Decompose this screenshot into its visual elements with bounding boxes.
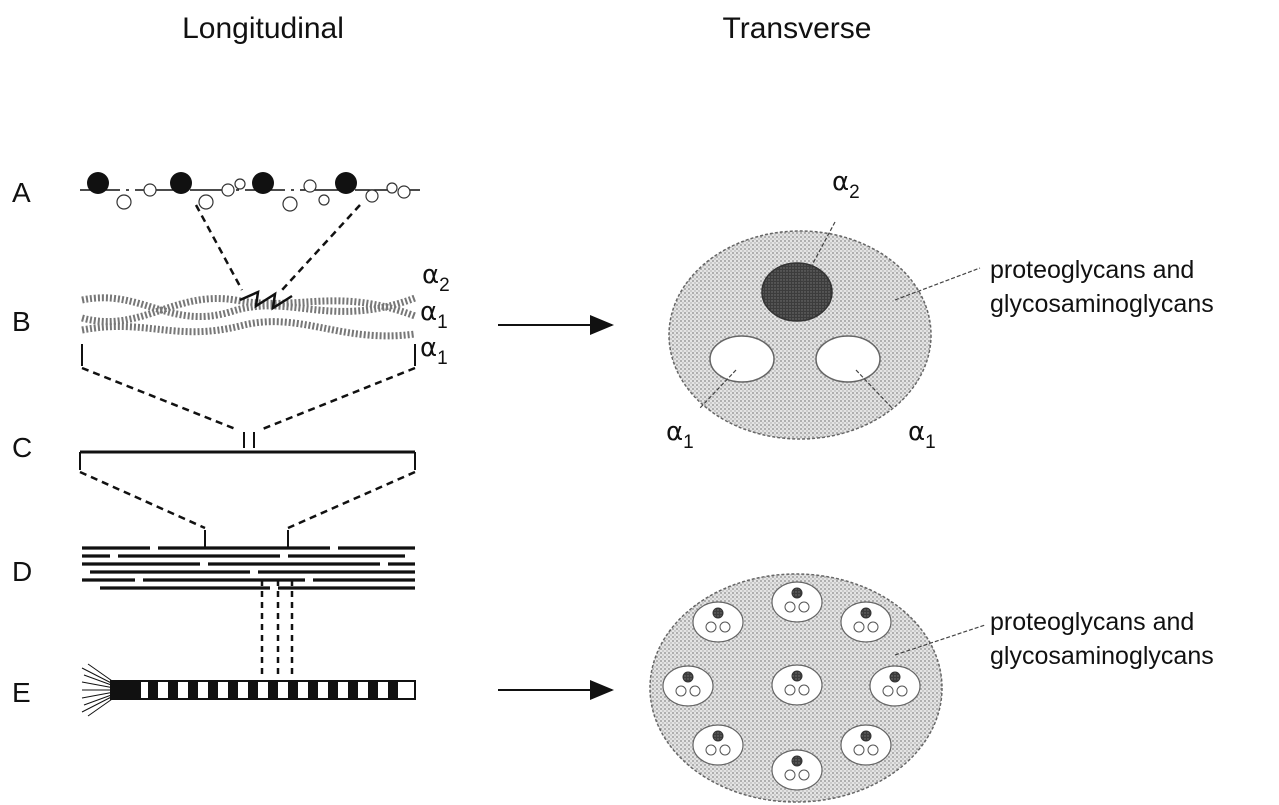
microfibril-array: [82, 530, 415, 590]
molecule-unit-5: [771, 664, 823, 706]
b-bracket: [81, 344, 416, 366]
b-alpha1-upper-label: α1: [420, 297, 448, 333]
triple-helix: [81, 289, 417, 340]
amino-acid-chain: [80, 172, 420, 212]
molecule-unit-4: [662, 665, 714, 707]
glycine-residue-3: [252, 172, 274, 194]
upper-annotation-line1: proteoglycans and: [990, 256, 1194, 284]
collagen-fibril: [81, 663, 416, 717]
glycine-residue-2: [170, 172, 192, 194]
b-alpha1-lower-label: α1: [420, 333, 448, 369]
molecule-unit-7: [692, 724, 744, 766]
lower-annotation-line1: proteoglycans and: [990, 608, 1194, 636]
molecule-cross-section: [668, 221, 981, 440]
fibril-cross-section: [649, 573, 986, 803]
row-label-e: E: [12, 677, 31, 708]
zoom-lines-d-e: [260, 580, 294, 678]
molecule-unit-6: [869, 665, 921, 707]
glycine-residue-1: [87, 172, 109, 194]
lower-annotation-line2: glycosaminoglycans: [990, 642, 1214, 670]
crosslink-zigzag: [239, 289, 293, 311]
transverse-alpha1-right-label: α1: [908, 417, 936, 453]
leader-alpha1-right: [855, 369, 893, 409]
header-transverse: Transverse: [723, 12, 872, 45]
leader-alpha2: [802, 221, 836, 283]
row-label-d: D: [12, 556, 32, 587]
zoom-lines-c-d: [79, 470, 416, 530]
row-label-b: B: [12, 306, 31, 337]
molecule-unit-9: [840, 724, 892, 766]
leader-upper-matrix: [894, 267, 981, 301]
glycine-residue-4: [335, 172, 357, 194]
alpha1-chain-section-left: [709, 335, 775, 383]
alpha1-chain-section-right: [815, 335, 881, 383]
b-alpha2-label: α2: [422, 260, 450, 296]
row-label-c: C: [12, 432, 32, 463]
residue-open-circles: [116, 178, 411, 212]
row-label-a: A: [12, 177, 31, 208]
leader-lower-matrix: [894, 624, 986, 656]
collagen-molecule: [79, 432, 416, 470]
molecule-unit-2: [771, 581, 823, 623]
header-longitudinal: Longitudinal: [182, 12, 344, 45]
molecule-unit-3: [840, 601, 892, 643]
frayed-fibril-end: [81, 663, 126, 717]
molecule-unit-8: [771, 749, 823, 791]
zoom-lines-b-c: [81, 366, 416, 432]
zoom-lines-a-b: [194, 204, 361, 291]
leader-alpha1-left: [699, 369, 737, 409]
molecule-unit-1: [692, 601, 744, 643]
transverse-alpha1-left-label: α1: [666, 417, 694, 453]
alpha2-chain-section: [761, 262, 833, 322]
upper-annotation-line2: glycosaminoglycans: [990, 290, 1214, 318]
transverse-alpha2-label: α2: [832, 167, 860, 203]
